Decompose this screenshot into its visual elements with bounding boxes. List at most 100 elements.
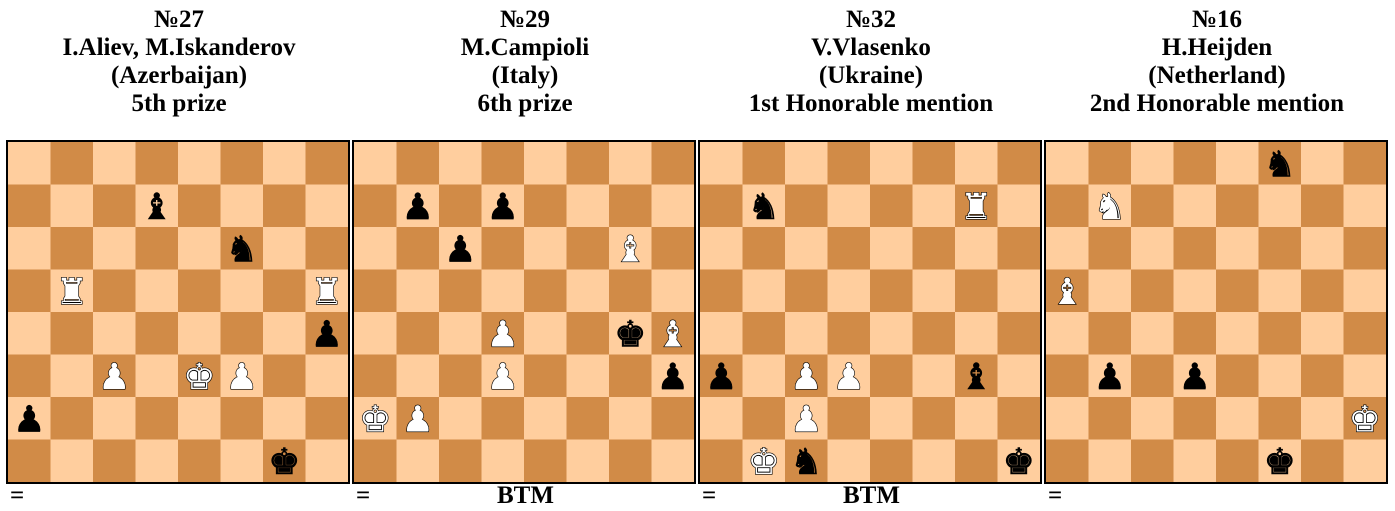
square-d5: [136, 270, 179, 313]
square-h7: [998, 185, 1041, 228]
white-pawn-icon: ♟: [402, 399, 434, 440]
square-b3: [51, 355, 94, 398]
square-c7: [93, 185, 136, 228]
square-e7: [870, 185, 913, 228]
black-pawn-icon: ♟: [705, 357, 737, 398]
square-f2: [221, 397, 264, 440]
square-f6: [913, 227, 956, 270]
square-e7: [524, 185, 567, 228]
white-rook-icon: ♜: [311, 272, 343, 313]
square-f7: [913, 185, 956, 228]
square-h6: [998, 227, 1041, 270]
black-pawn-icon: ♟: [311, 314, 343, 355]
square-b1: [51, 440, 94, 483]
square-b8: [51, 142, 94, 185]
square-b5: [397, 270, 440, 313]
white-king-icon: ♚: [748, 442, 780, 482]
square-d8: [482, 142, 525, 185]
square-b5: [1089, 270, 1132, 313]
square-e4: [1216, 312, 1259, 355]
problem-award: 2nd Honorable mention: [1044, 90, 1390, 118]
square-d4: [1174, 312, 1217, 355]
square-g5: [609, 270, 652, 313]
square-c3: [1131, 355, 1174, 398]
square-h2: [652, 397, 695, 440]
square-f4: [567, 312, 610, 355]
white-king-icon: ♚: [1349, 399, 1381, 440]
square-d3: [136, 355, 179, 398]
square-g8: [263, 142, 306, 185]
square-h2: [306, 397, 349, 440]
square-f1: [567, 440, 610, 483]
square-a6: [1046, 227, 1089, 270]
square-f4: [1259, 312, 1302, 355]
square-f8: [221, 142, 264, 185]
chessboard: ♞♞♝♟♟♚♚: [1044, 140, 1388, 484]
black-king-icon: ♚: [1003, 442, 1035, 482]
problem-authors: I.Aliev, M.Iskanderov: [6, 34, 352, 62]
square-a5: [700, 270, 743, 313]
square-h8: [652, 142, 695, 185]
square-e8: [524, 142, 567, 185]
square-e4: [524, 312, 567, 355]
square-h8: [998, 142, 1041, 185]
square-g3: [609, 355, 652, 398]
black-king-icon: ♚: [268, 442, 300, 482]
square-e6: [524, 227, 567, 270]
square-g7: [1301, 185, 1344, 228]
square-g1: [1301, 440, 1344, 483]
problem-authors: M.Campioli: [352, 34, 698, 62]
square-e5: [178, 270, 221, 313]
black-bishop-icon: ♝: [960, 357, 992, 398]
square-c2: [93, 397, 136, 440]
square-e8: [178, 142, 221, 185]
square-f3: [567, 355, 610, 398]
square-h3: [306, 355, 349, 398]
square-h3: [1344, 355, 1387, 398]
square-h4: [1344, 312, 1387, 355]
square-c7: [1131, 185, 1174, 228]
square-e2: [1216, 397, 1259, 440]
black-bishop-icon: ♝: [141, 187, 173, 228]
square-b1: [1089, 440, 1132, 483]
chessboard-grid: ♟♟♟♝♟♚♝♟♟♚♟: [354, 142, 694, 482]
square-a5: [8, 270, 51, 313]
square-c3: [439, 355, 482, 398]
square-e1: [870, 440, 913, 483]
white-pawn-icon: ♟: [790, 357, 822, 398]
square-b4: [1089, 312, 1132, 355]
white-king-icon: ♚: [183, 357, 215, 398]
square-e6: [1216, 227, 1259, 270]
square-b8: [397, 142, 440, 185]
square-c6: [1131, 227, 1174, 270]
square-b4: [743, 312, 786, 355]
square-h7: [306, 185, 349, 228]
square-a7: [700, 185, 743, 228]
chessboard-grid: ♞♜♟♟♟♝♟♚♞♚: [700, 142, 1040, 482]
square-g5: [263, 270, 306, 313]
square-d1: [828, 440, 871, 483]
square-d4: [136, 312, 179, 355]
square-c1: [439, 440, 482, 483]
square-d1: [482, 440, 525, 483]
square-g8: [1301, 142, 1344, 185]
black-knight-icon: ♞: [226, 229, 258, 270]
square-e5: [524, 270, 567, 313]
square-a7: [354, 185, 397, 228]
problem-award: 6th prize: [352, 90, 698, 118]
square-e7: [1216, 185, 1259, 228]
square-a1: [354, 440, 397, 483]
square-g2: [955, 397, 998, 440]
square-g4: [955, 312, 998, 355]
square-c4: [93, 312, 136, 355]
white-rook-icon: ♜: [56, 272, 88, 313]
square-c5: [1131, 270, 1174, 313]
square-e6: [178, 227, 221, 270]
square-g2: [609, 397, 652, 440]
square-c5: [785, 270, 828, 313]
square-g6: [263, 227, 306, 270]
square-f4: [221, 312, 264, 355]
verdict-label: =: [1048, 482, 1062, 510]
square-f2: [567, 397, 610, 440]
black-pawn-icon: ♟: [402, 187, 434, 228]
